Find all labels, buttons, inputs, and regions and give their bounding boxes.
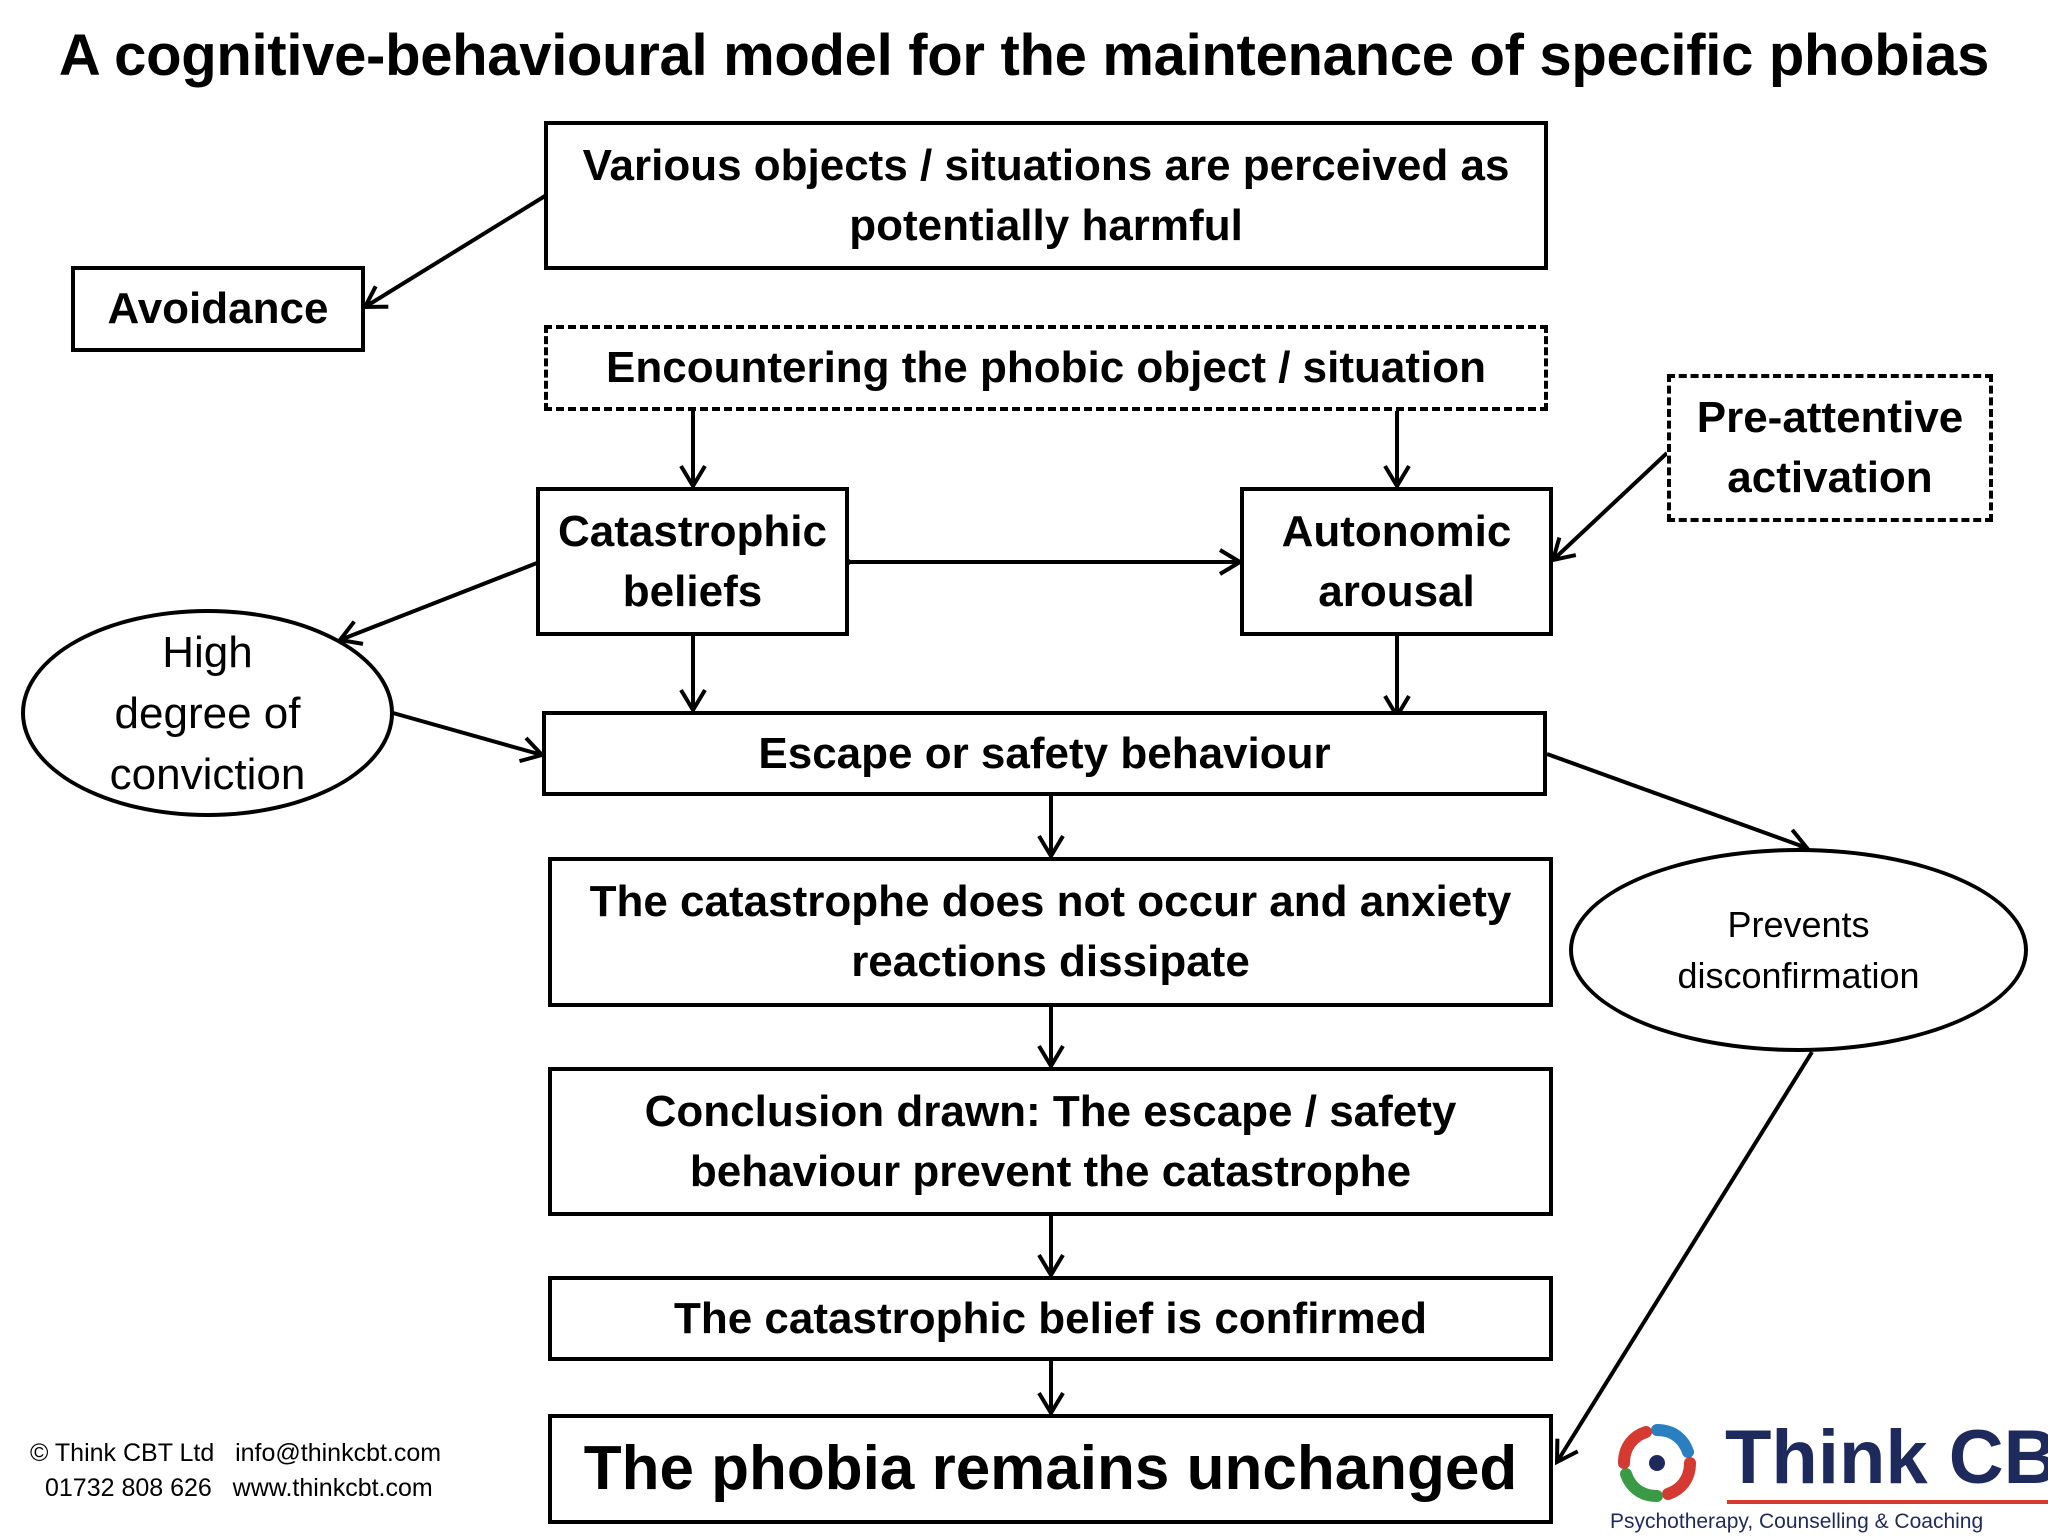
- arrow-conviction-to-escape: [392, 711, 546, 764]
- node-encountering-label: Encountering the phobic object / situati…: [606, 343, 1486, 392]
- swirl-logo-icon: [1618, 1424, 1696, 1502]
- node-conclusion-drawn: Conclusion drawn: The escape / safety be…: [548, 1067, 1553, 1216]
- node-conclusion-drawn-label: Conclusion drawn: The escape / safety be…: [644, 1086, 1457, 1196]
- node-high-conviction-label: High degree of conviction: [109, 627, 306, 799]
- node-prevents-disconfirmation: Prevents disconfirmation: [1569, 848, 2028, 1052]
- node-perceived-harmful-label: Various objects / situations are perceiv…: [582, 140, 1510, 250]
- logo-underline: [1727, 1500, 2048, 1504]
- node-escape-safety-label: Escape or safety behaviour: [758, 728, 1331, 778]
- node-perceived-harmful: Various objects / situations are perceiv…: [544, 121, 1548, 270]
- node-phobia-unchanged: The phobia remains unchanged: [548, 1414, 1553, 1524]
- logo-tagline: Psychotherapy, Counselling & Coaching: [1610, 1510, 1984, 1533]
- node-prevents-disconfirmation-label: Prevents disconfirmation: [1677, 904, 1920, 996]
- diagram-title: A cognitive-behavioural model for the ma…: [58, 23, 1990, 88]
- node-avoidance: Avoidance: [71, 266, 365, 352]
- arrow-harmful-to-avoidance: [361, 194, 547, 310]
- node-high-conviction: High degree of conviction: [21, 609, 394, 817]
- logo-wordmark: Think CBT: [1725, 1415, 2048, 1500]
- node-catastrophe-not-occur: The catastrophe does not occur and anxie…: [548, 857, 1553, 1007]
- arrow-prevents-to-phobia: [1554, 1050, 1814, 1466]
- node-catastrophe-not-occur-label: The catastrophe does not occur and anxie…: [589, 877, 1512, 986]
- node-belief-confirmed-label: The catastrophic belief is confirmed: [673, 1293, 1428, 1343]
- footer-contact-line1: © Think CBT Ltd info@thinkcbt.com: [30, 1439, 442, 1467]
- node-pre-attentive: Pre-attentive activation: [1667, 374, 1993, 522]
- node-avoidance-label: Avoidance: [107, 284, 329, 333]
- node-phobia-unchanged-label: The phobia remains unchanged: [583, 1434, 1518, 1503]
- node-encountering: Encountering the phobic object / situati…: [544, 325, 1548, 411]
- node-catastrophic-beliefs-label: Catastrophic beliefs: [558, 506, 827, 616]
- node-escape-safety: Escape or safety behaviour: [542, 711, 1547, 796]
- node-pre-attentive-label: Pre-attentive activation: [1696, 393, 1964, 502]
- arrow-beliefs-to-conviction: [336, 561, 538, 646]
- node-autonomic-arousal: Autonomic arousal: [1240, 487, 1553, 636]
- node-autonomic-arousal-label: Autonomic arousal: [1281, 506, 1512, 616]
- arrow-escape-to-prevents: [1546, 752, 1811, 855]
- arrow-preattentive-to-arousal: [1550, 451, 1669, 563]
- node-belief-confirmed: The catastrophic belief is confirmed: [548, 1276, 1553, 1361]
- footer-contact-line2: 01732 808 626 www.thinkcbt.com: [45, 1474, 433, 1502]
- node-catastrophic-beliefs: Catastrophic beliefs: [536, 487, 849, 636]
